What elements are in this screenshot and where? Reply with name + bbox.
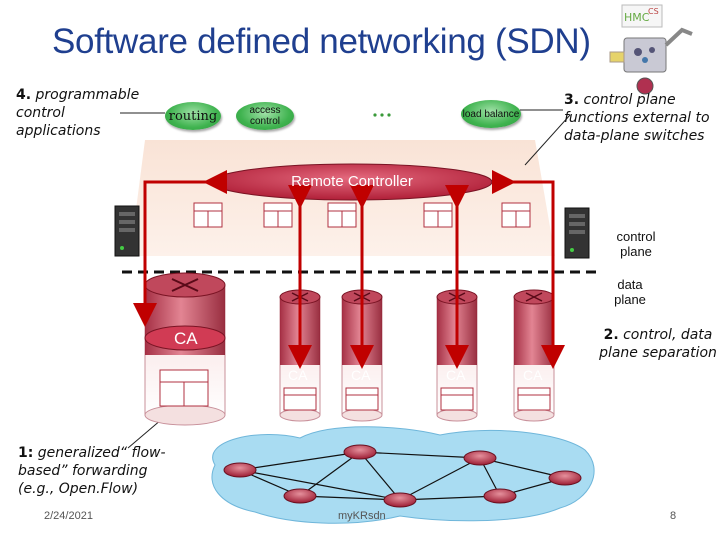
page-number: 8 xyxy=(670,510,677,522)
ca-label-1: CA xyxy=(288,367,308,383)
note-text: generalized“ flow-based” forwarding (e.g… xyxy=(18,445,166,497)
switch-small-4 xyxy=(513,289,555,422)
ellipsis-dots xyxy=(373,113,391,117)
note3-leader-b xyxy=(524,114,571,166)
note-control-plane-functions: 3. control plane functions external to d… xyxy=(564,91,718,145)
note-programmable-apps: 4. programmable control applications xyxy=(16,86,152,140)
hmc-logo-icon: HMC CS xyxy=(621,4,663,28)
server-right-icon xyxy=(564,207,590,259)
control-plane-label: control plane xyxy=(616,229,656,259)
ca-label-2: CA xyxy=(351,367,371,383)
app-routing: routing xyxy=(165,102,221,130)
svg-text:HMC: HMC xyxy=(624,11,650,24)
note-flow-forwarding: 1: generalized“ flow-based” forwarding (… xyxy=(18,444,186,498)
note-number: 2. xyxy=(603,327,619,343)
ca-label-large: CA xyxy=(174,329,198,348)
ca-label-4: CA xyxy=(523,367,543,383)
note-plane-separation: 2. control, data plane separation xyxy=(596,326,720,362)
app-access-control: access control xyxy=(236,102,294,130)
footer-center: myKRsdn xyxy=(338,510,386,522)
note-number: 3. xyxy=(564,92,580,108)
data-plane-label: data plane xyxy=(614,277,646,307)
note-number: 1: xyxy=(18,445,34,461)
app-load-balance: load balance xyxy=(461,100,521,128)
ca-label-3: CA xyxy=(446,367,466,383)
note-text: control, data plane separation xyxy=(599,327,717,361)
footer-date: 2/24/2021 xyxy=(44,510,93,522)
network-routers xyxy=(223,444,582,508)
switch-large xyxy=(144,272,226,426)
note-text: programmable control applications xyxy=(16,87,140,139)
note-text: control plane functions external to data… xyxy=(564,92,710,144)
control-arrows xyxy=(133,170,565,369)
slide-title: Software defined networking (SDN) xyxy=(52,22,591,61)
note-number: 4. xyxy=(16,87,32,103)
remote-controller-label: Remote Controller xyxy=(291,173,413,190)
server-left-icon xyxy=(114,205,140,257)
svg-text:CS: CS xyxy=(648,7,659,16)
robot-icon xyxy=(609,27,693,95)
